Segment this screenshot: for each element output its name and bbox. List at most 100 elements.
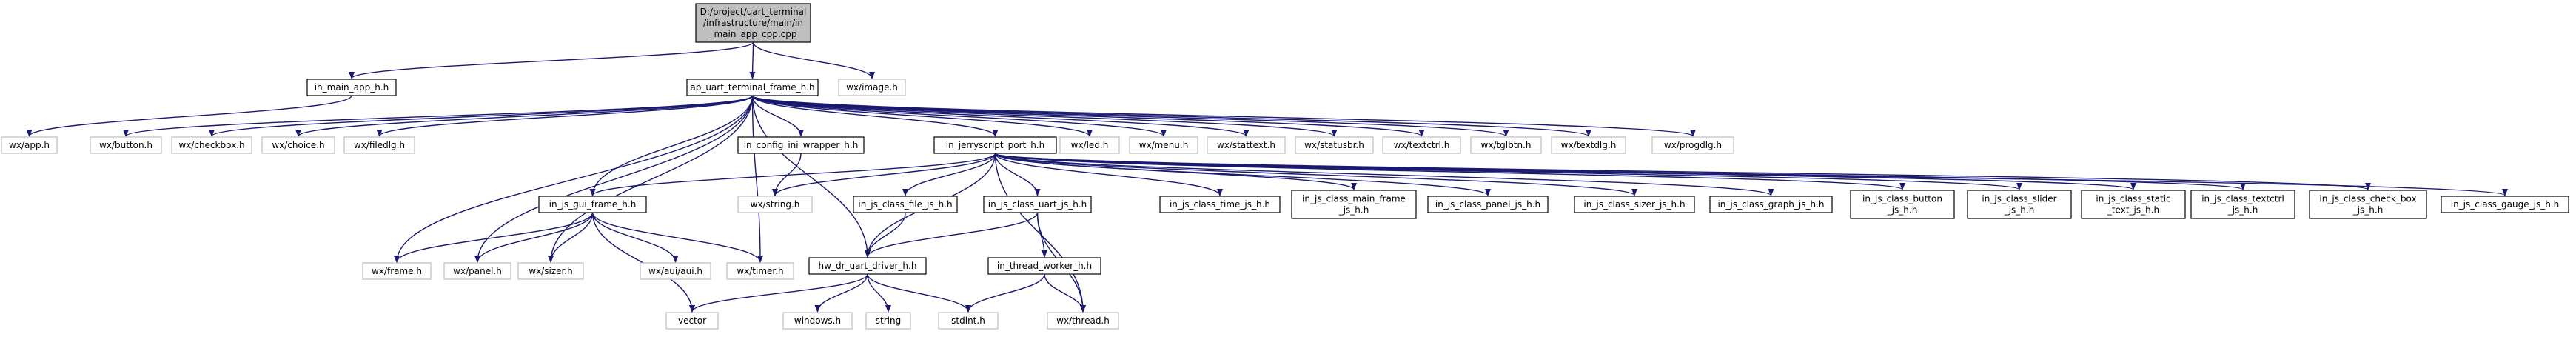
node-box xyxy=(517,262,584,280)
edge-ap_uart-to-wx_textdlg xyxy=(751,95,1591,137)
node-in_config[interactable]: in_config_ini_wrapper_h.h xyxy=(737,136,865,154)
node-label: wx/app.h xyxy=(9,140,50,150)
edge-ap_uart-to-in_config xyxy=(751,95,804,137)
node-box xyxy=(1295,136,1374,154)
edge-in_jerry-to-in_js_sizer xyxy=(994,153,1637,196)
node-label: ap_uart_terminal_frame_h.h xyxy=(690,82,814,93)
node-label: in_js_class_time_js_h.h xyxy=(1170,199,1270,210)
node-label: _main_app_cpp.cpp xyxy=(708,29,796,39)
node-label: D:/project/uart_terminal xyxy=(700,7,807,17)
node-label: wx/button.h xyxy=(99,140,152,150)
node-label: wx/led.h xyxy=(1071,140,1109,150)
node-label: wx/checkbox.h xyxy=(178,140,244,150)
node-in_js_textctrl[interactable]: in_js_class_textctrl_js_h.h xyxy=(2190,190,2295,219)
node-label: in_jerryscript_port_h.h xyxy=(946,140,1044,150)
node-label: in_main_app_h.h xyxy=(315,82,389,93)
edge-in_jerry-to-in_js_gui xyxy=(589,153,996,196)
node-vector: vector xyxy=(665,312,719,330)
node-box xyxy=(2081,190,2186,219)
node-in_js_panel[interactable]: in_js_class_panel_js_h.h xyxy=(1427,196,1549,213)
node-box xyxy=(2190,190,2295,219)
edge-in_jerry-to-in_js_panel xyxy=(994,153,1491,196)
node-label: wx/image.h xyxy=(846,82,898,93)
node-in_js_static[interactable]: in_js_class_static_text_js_h.h xyxy=(2081,190,2186,219)
node-in_js_mainframe[interactable]: in_js_class_main_frame_js_h.h xyxy=(1291,190,1417,219)
node-label: wx/aui/aui.h xyxy=(648,266,702,276)
edge-in_js_gui-to-wx_sizer xyxy=(548,212,594,263)
edge-ap_uart-to-wx_textctrl xyxy=(751,95,1425,137)
node-box xyxy=(1709,196,1833,213)
node-box xyxy=(1850,190,1955,219)
node-box xyxy=(1291,190,1417,219)
node-label: in_js_class_panel_js_h.h xyxy=(1435,199,1540,210)
node-box xyxy=(808,257,927,275)
node-box xyxy=(1967,190,2072,219)
node-label: in_js_class_main_frame xyxy=(1302,194,1406,204)
node-in_js_uart[interactable]: in_js_class_uart_js_h.h xyxy=(983,196,1092,213)
node-box xyxy=(782,312,853,330)
node-label: wx/choice.h xyxy=(272,140,324,150)
node-wx_string: wx/string.h xyxy=(737,196,813,213)
edge-hw_dr_uart-to-vector xyxy=(689,273,868,313)
edge-ap_uart-to-wx_choice xyxy=(295,95,754,137)
edge-in_js_file-to-hw_dr_uart xyxy=(865,212,906,258)
node-wx_checkbox: wx/checkbox.h xyxy=(171,136,252,154)
node-label: in_js_class_textctrl xyxy=(2201,194,2284,204)
node-box xyxy=(1382,136,1461,154)
node-box xyxy=(1470,136,1542,154)
node-box xyxy=(1159,196,1281,213)
node-label: in_thread_worker_h.h xyxy=(997,261,1092,271)
node-ap_uart[interactable]: ap_uart_terminal_frame_h.h xyxy=(686,79,819,96)
node-in_js_sizer[interactable]: in_js_class_sizer_js_h.h xyxy=(1574,196,1695,213)
edge-ap_uart-to-wx_led xyxy=(751,95,1093,137)
edge-ap_uart-to-wx_frame xyxy=(394,95,754,263)
node-box xyxy=(640,262,711,280)
node-label: windows.h xyxy=(794,316,841,326)
nodes-layer: D:/project/uart_terminal/infrastructure/… xyxy=(1,3,2569,330)
node-wx_led: wx/led.h xyxy=(1059,136,1120,154)
node-in_js_gauge[interactable]: in_js_class_gauge_js_h.h xyxy=(2441,196,2569,213)
node-label: in_js_class_sizer_js_h.h xyxy=(1583,199,1685,210)
node-label: wx/filedlg.h xyxy=(354,140,405,150)
node-in_thread[interactable]: in_thread_worker_h.h xyxy=(987,257,1101,275)
edge-in_jerry-to-in_js_uart xyxy=(994,153,1041,196)
node-box xyxy=(686,79,819,96)
node-wx_tglbtn: wx/tglbtn.h xyxy=(1470,136,1542,154)
node-label: wx/textdlg.h xyxy=(1561,140,1617,150)
node-in_js_checkbox[interactable]: in_js_class_check_box_js_h.h xyxy=(2309,190,2427,219)
node-wx_timer: wx/timer.h xyxy=(726,262,794,280)
node-root[interactable]: D:/project/uart_terminal/infrastructure/… xyxy=(695,3,811,43)
node-label: vector xyxy=(678,316,706,326)
edge-in_jerry-to-in_js_gauge xyxy=(994,153,2508,196)
node-box xyxy=(343,136,415,154)
node-wx_aui: wx/aui/aui.h xyxy=(640,262,711,280)
node-wx_frame: wx/frame.h xyxy=(362,262,432,280)
edge-ap_uart-to-wx_menu xyxy=(751,95,1167,137)
node-in_js_slider[interactable]: in_js_class_slider_js_h.h xyxy=(1967,190,2072,219)
edge-ap_uart-to-in_jerry xyxy=(751,95,999,137)
node-in_js_button[interactable]: in_js_class_button_js_h.h xyxy=(1850,190,1955,219)
edge-in_js_uart-to-in_thread xyxy=(1036,212,1047,258)
node-in_js_graph[interactable]: in_js_class_graph_js_h.h xyxy=(1709,196,1833,213)
edge-in_thread-to-stdint_h xyxy=(965,273,1045,313)
node-in_js_gui[interactable]: in_js_gui_frame_h.h xyxy=(538,196,647,213)
node-in_jerry[interactable]: in_jerryscript_port_h.h xyxy=(933,136,1057,154)
node-box xyxy=(1207,136,1286,154)
node-in_main_app_h[interactable]: in_main_app_h.h xyxy=(306,79,397,96)
edge-ap_uart-to-hw_dr_uart xyxy=(751,95,871,258)
edge-root-to-in_main_app_h xyxy=(349,41,754,79)
node-hw_dr_uart[interactable]: hw_dr_uart_driver_h.h xyxy=(808,257,927,275)
node-in_js_time[interactable]: in_js_class_time_js_h.h xyxy=(1159,196,1281,213)
node-box xyxy=(362,262,432,280)
node-box xyxy=(1427,196,1549,213)
node-in_js_file[interactable]: in_js_class_file_js_h.h xyxy=(853,196,958,213)
edge-ap_uart-to-wx_timer xyxy=(751,95,763,263)
node-wx_thread: wx/thread.h xyxy=(1047,312,1119,330)
node-box xyxy=(1,136,58,154)
node-label: _js_h.h xyxy=(2004,205,2035,216)
edge-ap_uart-to-wx_button xyxy=(123,95,754,137)
edge-hw_dr_uart-to-string xyxy=(867,273,891,313)
edges-layer xyxy=(26,41,2508,313)
edge-in_js_gui-to-wx_frame xyxy=(394,212,594,263)
